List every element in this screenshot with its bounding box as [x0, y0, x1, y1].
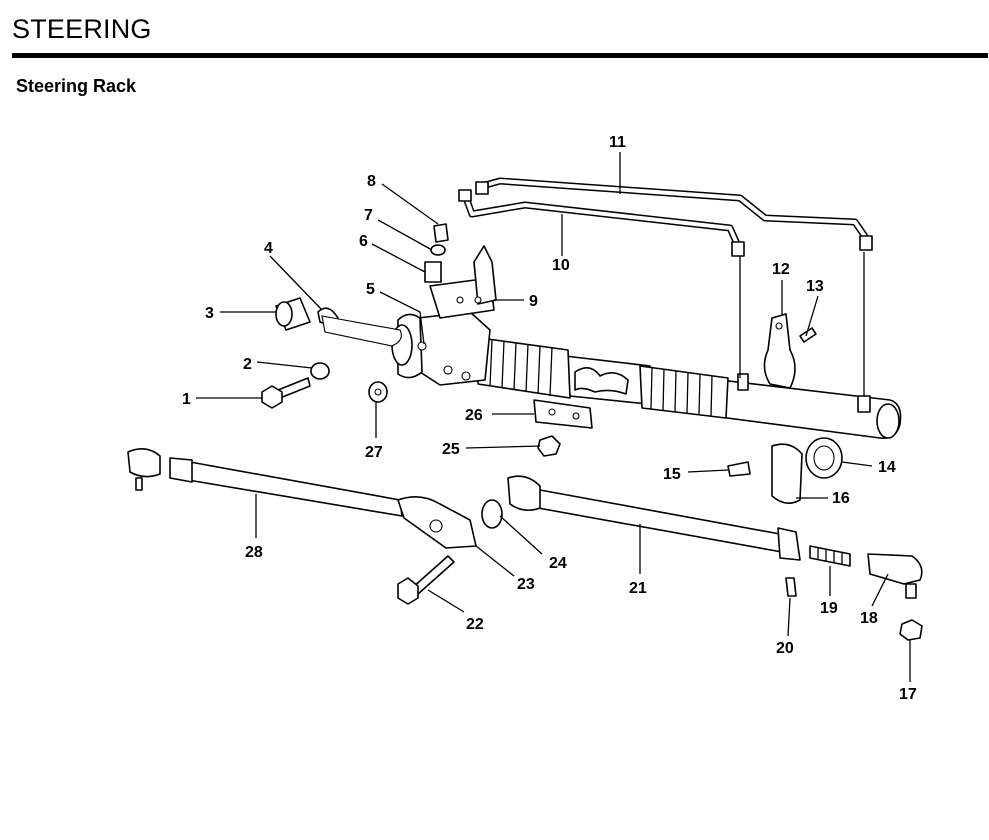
nut-17	[899, 619, 923, 641]
clamp-plate-12	[763, 313, 796, 389]
rack-housing	[391, 245, 902, 440]
callout-2: 2	[243, 356, 252, 373]
pipe-union-nut	[731, 241, 745, 257]
adjuster-19	[809, 545, 851, 567]
callout-labels: 1 2 3 4 5 6 7 8 9 10 11 12 13 14 15 16 1…	[182, 134, 917, 703]
callout-20: 20	[776, 640, 794, 657]
dust-cover-3	[275, 297, 311, 331]
bolt-15	[727, 461, 751, 477]
leader-lines	[196, 152, 911, 682]
section-title: Steering Rack	[16, 76, 137, 96]
cap-8	[433, 223, 449, 243]
callout-1: 1	[182, 391, 191, 408]
mounting-block-26	[533, 399, 593, 429]
callout-8: 8	[367, 173, 376, 190]
callout-18: 18	[860, 610, 878, 627]
bush-14	[805, 437, 843, 479]
callout-16: 16	[832, 490, 850, 507]
bolt-22	[397, 555, 455, 605]
callout-21: 21	[629, 580, 647, 597]
callout-14: 14	[878, 459, 896, 476]
callout-10: 10	[552, 257, 570, 274]
callout-19: 19	[820, 600, 838, 617]
callout-23: 23	[517, 576, 535, 593]
callout-4: 4	[264, 240, 273, 257]
title-divider	[12, 53, 988, 58]
callout-7: 7	[364, 207, 373, 224]
sleeve-6	[424, 261, 442, 283]
callout-28: 28	[245, 544, 263, 561]
callout-26: 26	[465, 407, 483, 424]
pipe-union-nut	[458, 189, 472, 202]
seal-5	[321, 315, 402, 347]
callout-27: 27	[365, 444, 383, 461]
nut-27	[368, 381, 388, 403]
callout-11: 11	[609, 134, 626, 151]
callout-15: 15	[663, 466, 681, 483]
callout-9: 9	[529, 293, 538, 310]
callout-25: 25	[442, 441, 460, 458]
callout-3: 3	[205, 305, 214, 322]
bolt-1	[261, 377, 311, 409]
track-rod-end-18	[867, 553, 923, 599]
callout-17: 17	[899, 686, 917, 703]
callout-13: 13	[806, 278, 824, 295]
callout-22: 22	[466, 616, 484, 633]
clamp-16	[771, 443, 803, 504]
seal-washer-7	[430, 244, 446, 256]
track-rod-28	[127, 448, 477, 549]
bush-24	[481, 499, 503, 529]
nut-20	[785, 577, 797, 597]
washer-2	[310, 362, 330, 380]
callout-6: 6	[359, 233, 368, 250]
callout-5: 5	[366, 281, 375, 298]
callout-24: 24	[549, 555, 567, 572]
pipe-union-nut	[859, 235, 873, 251]
page-title: STEERING	[12, 14, 152, 44]
nut-25	[537, 435, 561, 457]
callout-12: 12	[772, 261, 790, 278]
track-rod-21	[507, 475, 801, 561]
fluid-pipe-11	[478, 177, 870, 242]
fluid-pipe-10	[461, 191, 742, 250]
pipe-union-nut	[475, 181, 489, 195]
